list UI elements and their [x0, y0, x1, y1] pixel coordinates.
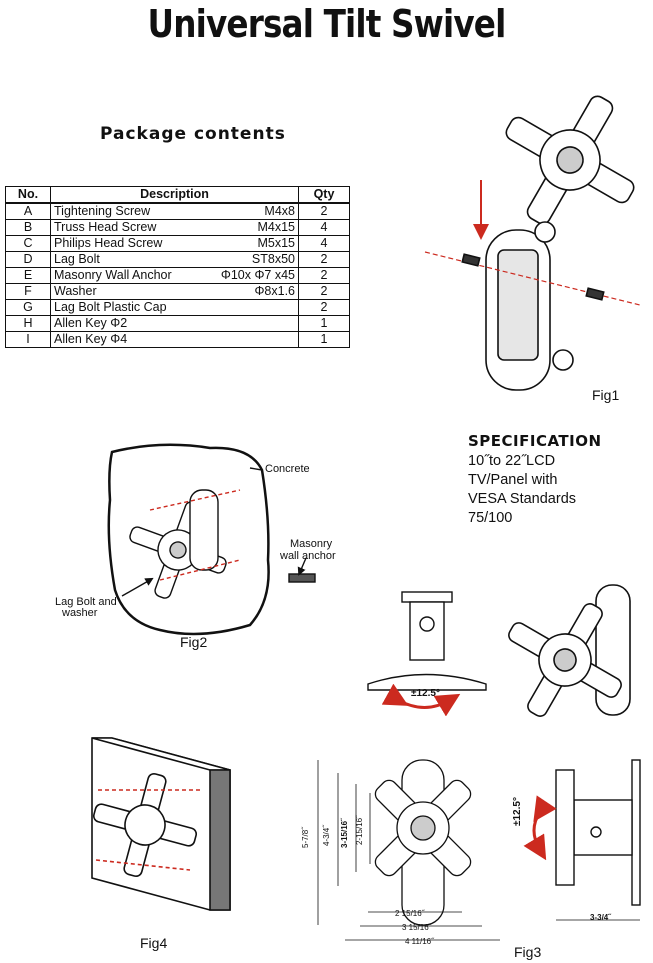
row-qty: 1 — [298, 331, 350, 348]
tilt-side-view — [367, 591, 487, 717]
fig2-wall-mount — [107, 443, 316, 636]
part-size: Φ8x1.6 — [254, 284, 295, 298]
dim-2-15-16: 2-15/16˝ — [355, 815, 364, 845]
part-size: ST8x50 — [251, 252, 295, 266]
dim-5-7-8: 5-7/8˝ — [301, 827, 310, 848]
specification-heading: SPECIFICATION — [468, 432, 602, 450]
header-description: Description — [50, 186, 299, 204]
part-size: M5x15 — [257, 236, 295, 250]
row-qty: 2 — [298, 202, 350, 220]
dim-side-3-3-4: 3-3/4˝ — [590, 913, 611, 922]
part-name: Allen Key Φ2 — [54, 316, 128, 330]
bracket-perspective-view — [508, 584, 631, 717]
fig3-dimension-drawing — [317, 759, 500, 941]
dim-w-2-15-16: 2 15/16˝ — [395, 909, 425, 918]
part-name: Tightening Screw — [54, 204, 151, 218]
dim-w-3-15-16: 3 15/16˝ — [402, 923, 432, 932]
fig4-panel-mount — [91, 737, 231, 911]
header-qty: Qty — [298, 186, 350, 204]
page-title: Universal Tilt Swivel — [147, 2, 507, 46]
part-name: Masonry Wall Anchor — [54, 268, 172, 282]
row-description: Philips Head Screw M5x15 — [50, 235, 299, 252]
part-name: Truss Head Screw — [54, 220, 157, 234]
fig4-label: Fig4 — [140, 935, 168, 951]
spec-line-4: 75/100 — [468, 510, 513, 526]
fig2-label: Fig2 — [180, 634, 208, 650]
part-size: Φ10x Φ7 x45 — [220, 268, 295, 282]
part-name: Lag Bolt Plastic Cap — [54, 300, 167, 314]
spec-line-1: 10˝to 22˝LCD — [468, 453, 556, 469]
row-description: Lag Bolt Plastic Cap — [50, 299, 299, 316]
lag-bolt-label-2: washer — [62, 607, 98, 619]
dim-3-15-16: 3-15/16˝ — [340, 818, 349, 848]
part-name: Philips Head Screw — [54, 236, 163, 250]
tilt-angle-label-a: ±12.5° — [411, 688, 440, 699]
dim-4-3-4: 4-3/4˝ — [322, 825, 331, 846]
part-size: M4x8 — [264, 204, 295, 218]
row-qty: 4 — [298, 235, 350, 252]
fig3-side-profile — [523, 759, 641, 921]
row-description: Truss Head Screw M4x15 — [50, 219, 299, 236]
fig1-label: Fig1 — [592, 387, 620, 403]
part-name: Washer — [54, 284, 97, 298]
spec-line-2: TV/Panel with — [468, 472, 558, 488]
tilt-angle-label-b: ±12.5° — [512, 797, 523, 826]
fig1-exploded-bracket — [424, 95, 641, 391]
part-size: M4x15 — [257, 220, 295, 234]
part-name: Lag Bolt — [54, 252, 100, 266]
concrete-label: Concrete — [265, 463, 310, 475]
lag-bolt-label-1: Lag Bolt and — [55, 596, 117, 608]
part-name: Allen Key Φ4 — [54, 332, 128, 346]
masonry-label-1: Masonry — [290, 538, 333, 550]
dim-w-4-11-16: 4 11/16˝ — [405, 937, 434, 946]
table-header-row: No. Description Qty — [5, 186, 350, 204]
package-contents-heading: Package contents — [100, 124, 286, 144]
spec-line-3: VESA Standards — [468, 491, 577, 507]
fig3-label: Fig3 — [514, 944, 542, 960]
masonry-label-2: wall anchor — [280, 550, 336, 562]
